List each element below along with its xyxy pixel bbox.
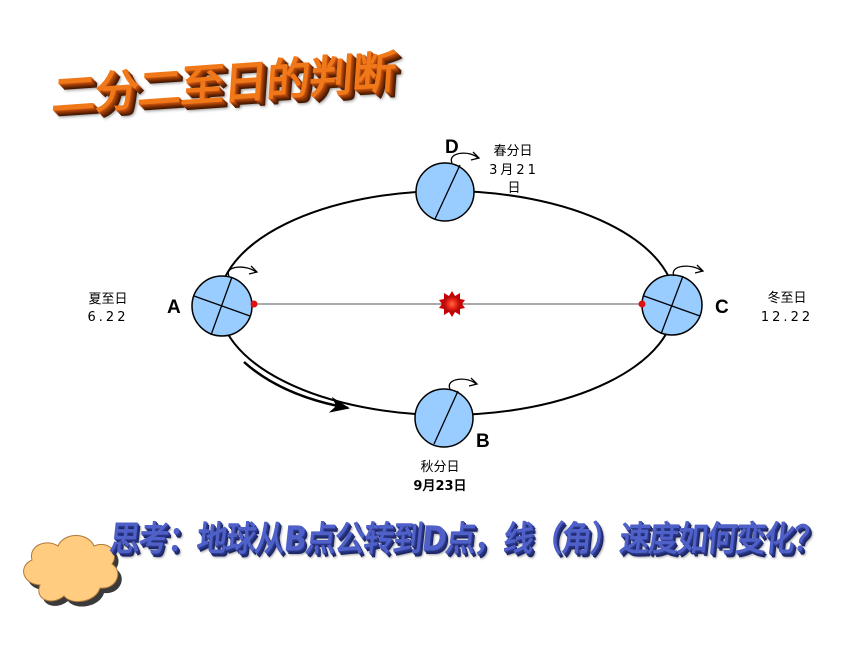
earth-icon <box>414 388 474 448</box>
label-D-name: 春分日 <box>493 144 532 159</box>
sun-icon <box>439 291 465 317</box>
label-A-name: 夏至日 <box>88 292 127 307</box>
rotation-arrow-icon <box>672 264 705 277</box>
label-C-name: 冬至日 <box>767 290 806 306</box>
earth-axis <box>434 164 461 220</box>
earth-icon <box>415 162 475 222</box>
earth-axis <box>433 390 459 445</box>
earth-B <box>414 377 479 448</box>
rotation-arrow-icon <box>448 377 479 390</box>
earth-A <box>191 265 259 337</box>
label-B-date: 9月23日 <box>413 479 466 494</box>
point-B-letter: B <box>476 431 490 452</box>
rotation-arrow-icon <box>227 265 259 277</box>
point-D-letter: D <box>445 137 459 158</box>
rotation-arrow-icon <box>450 151 481 164</box>
earth-axis <box>660 275 684 335</box>
earth-C <box>638 264 705 336</box>
orbit-direction-arrow <box>243 361 350 413</box>
terminator-line <box>193 295 251 317</box>
label-D-date-line2: 日 <box>507 181 520 196</box>
label-A-date: 6.22 <box>88 310 129 325</box>
label-B-name: 秋分日 <box>420 460 459 475</box>
point-C-letter: C <box>715 297 729 318</box>
label-C-date: 12.22 <box>761 310 813 325</box>
subsolar-dot <box>250 300 258 308</box>
point-A-letter: A <box>167 297 181 318</box>
cloud-icon <box>23 535 122 607</box>
subsolar-dot <box>638 300 646 308</box>
question-text: 思考：地球从B点公转到D点，线（角）速度如何变化？ <box>107 519 825 560</box>
terminator-line <box>643 295 701 317</box>
earth-D <box>415 151 481 222</box>
label-D-date-line1: 3月21 <box>489 163 539 178</box>
